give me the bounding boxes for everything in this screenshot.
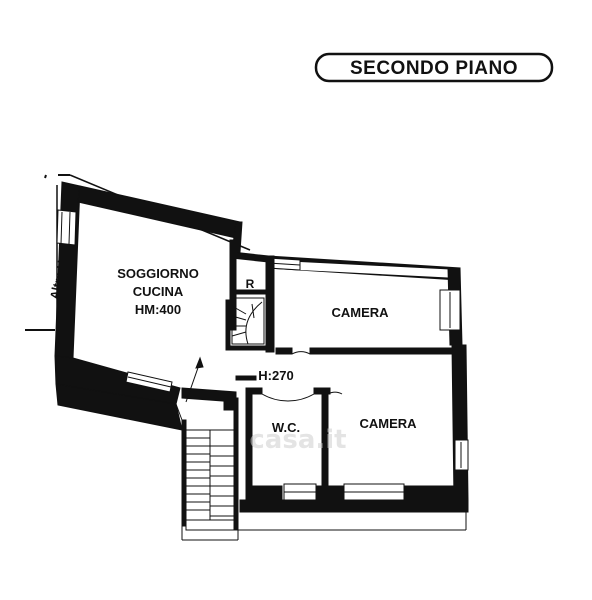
title-badge: SECONDO PIANO — [314, 52, 554, 83]
external-stair — [185, 429, 235, 531]
room-ripostiglio: R — [246, 277, 255, 291]
door-swings — [175, 351, 343, 421]
room-soggiorno-line2: CUCINA — [133, 284, 184, 299]
floor-height-label: H:270 — [258, 368, 293, 383]
room-camera-bottom: CAMERA — [359, 416, 417, 431]
interior-walls — [181, 239, 455, 531]
room-soggiorno-height: HM:400 — [135, 302, 181, 317]
entrance-arrow — [185, 356, 204, 403]
room-labels: SOGGIORNO CUCINA HM:400 R CAMERA H:270 W… — [117, 266, 417, 435]
room-wc: W.C. — [272, 420, 300, 435]
landing-outline — [181, 512, 467, 541]
watermark-text: casa.it — [249, 425, 346, 455]
room-camera-top: CAMERA — [331, 305, 389, 320]
plan-title: SECONDO PIANO — [350, 58, 518, 79]
internal-stair — [231, 297, 265, 345]
room-soggiorno-line1: SOGGIORNO — [117, 266, 199, 281]
windows — [56, 209, 469, 501]
